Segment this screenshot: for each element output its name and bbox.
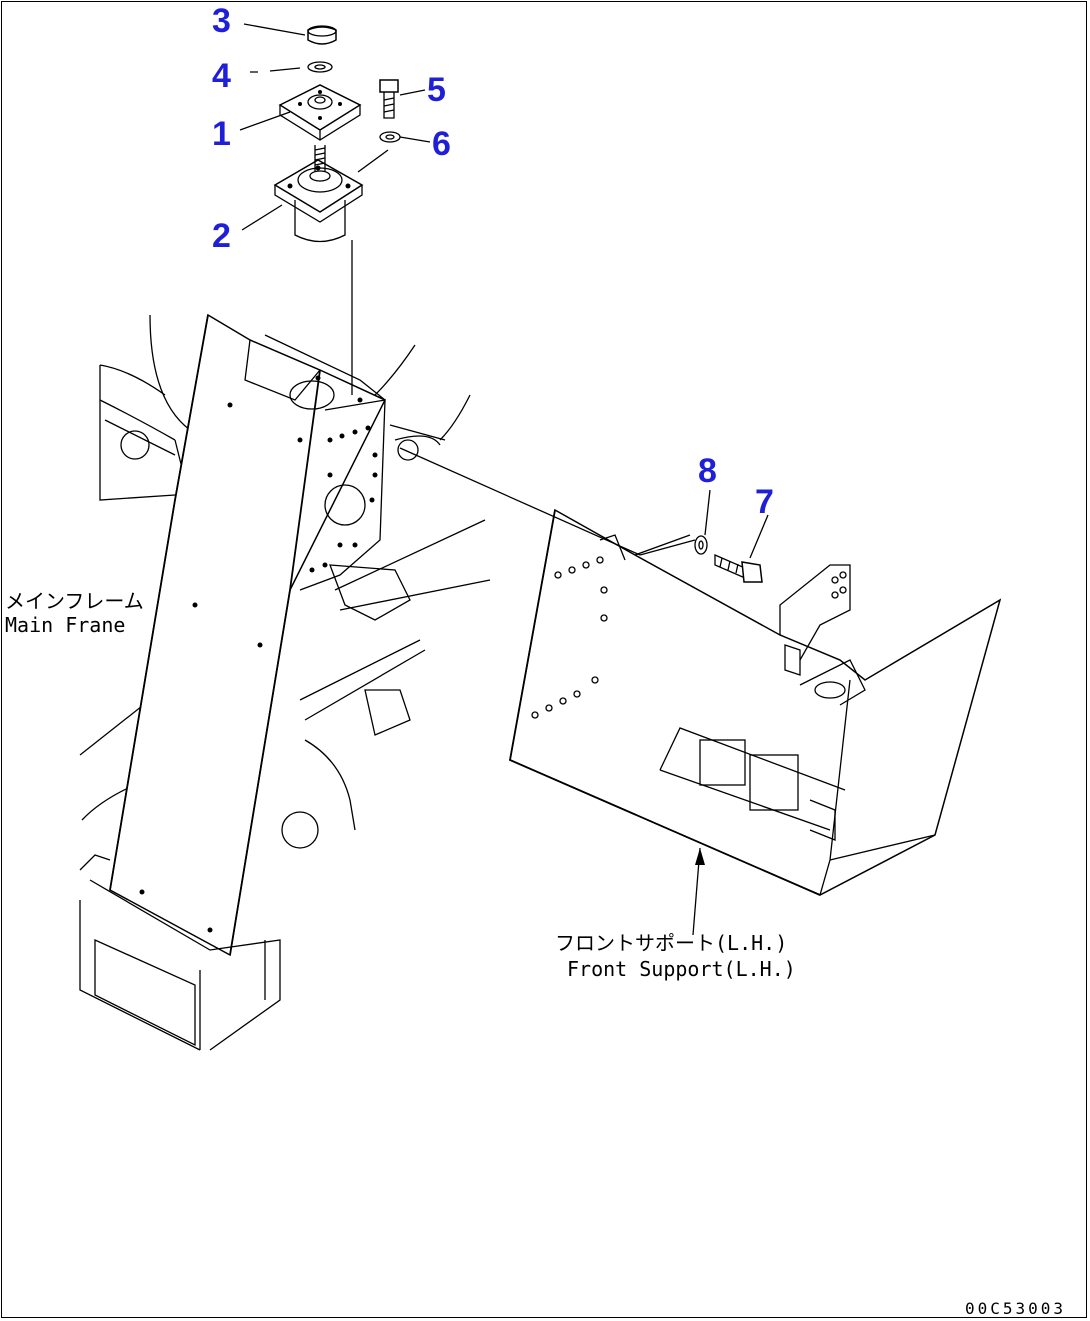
part-2-damper bbox=[273, 145, 364, 243]
main-frame-label-en: Main Frane bbox=[5, 613, 125, 637]
drawing-code: 00C53003 bbox=[965, 1299, 1066, 1318]
main-frame-column bbox=[79, 313, 387, 1051]
callout-numbers: 3 4 1 5 6 2 8 7 bbox=[212, 2, 774, 521]
callout-1: 1 bbox=[212, 115, 231, 153]
callout-7: 7 bbox=[755, 483, 774, 521]
assembly-lines bbox=[351, 149, 696, 556]
front-support-label-en: Front Support(L.H.) bbox=[567, 957, 796, 981]
part-7-bolt bbox=[714, 554, 763, 583]
leader-lines bbox=[239, 23, 769, 936]
front-support-panel bbox=[508, 508, 1002, 896]
part-1-plate bbox=[278, 84, 362, 141]
main-frame-label-jp: メインフレーム bbox=[5, 589, 144, 613]
callout-2: 2 bbox=[212, 217, 231, 255]
callout-4: 4 bbox=[212, 57, 231, 95]
mount-parts bbox=[273, 25, 763, 583]
part-8-washer bbox=[694, 535, 708, 555]
callout-3: 3 bbox=[212, 2, 231, 40]
part-labels: メインフレーム Main Frane フロントサポート(L.H.) Front … bbox=[5, 589, 1066, 1318]
part-5-bolt bbox=[379, 79, 399, 119]
part-6-washer bbox=[379, 131, 401, 143]
callout-8: 8 bbox=[698, 452, 717, 490]
front-support-label-jp: フロントサポート(L.H.) bbox=[555, 931, 787, 955]
part-4-washer bbox=[307, 61, 333, 73]
callout-6: 6 bbox=[432, 125, 451, 163]
part-3-cap bbox=[307, 25, 337, 45]
callout-5: 5 bbox=[427, 71, 446, 109]
